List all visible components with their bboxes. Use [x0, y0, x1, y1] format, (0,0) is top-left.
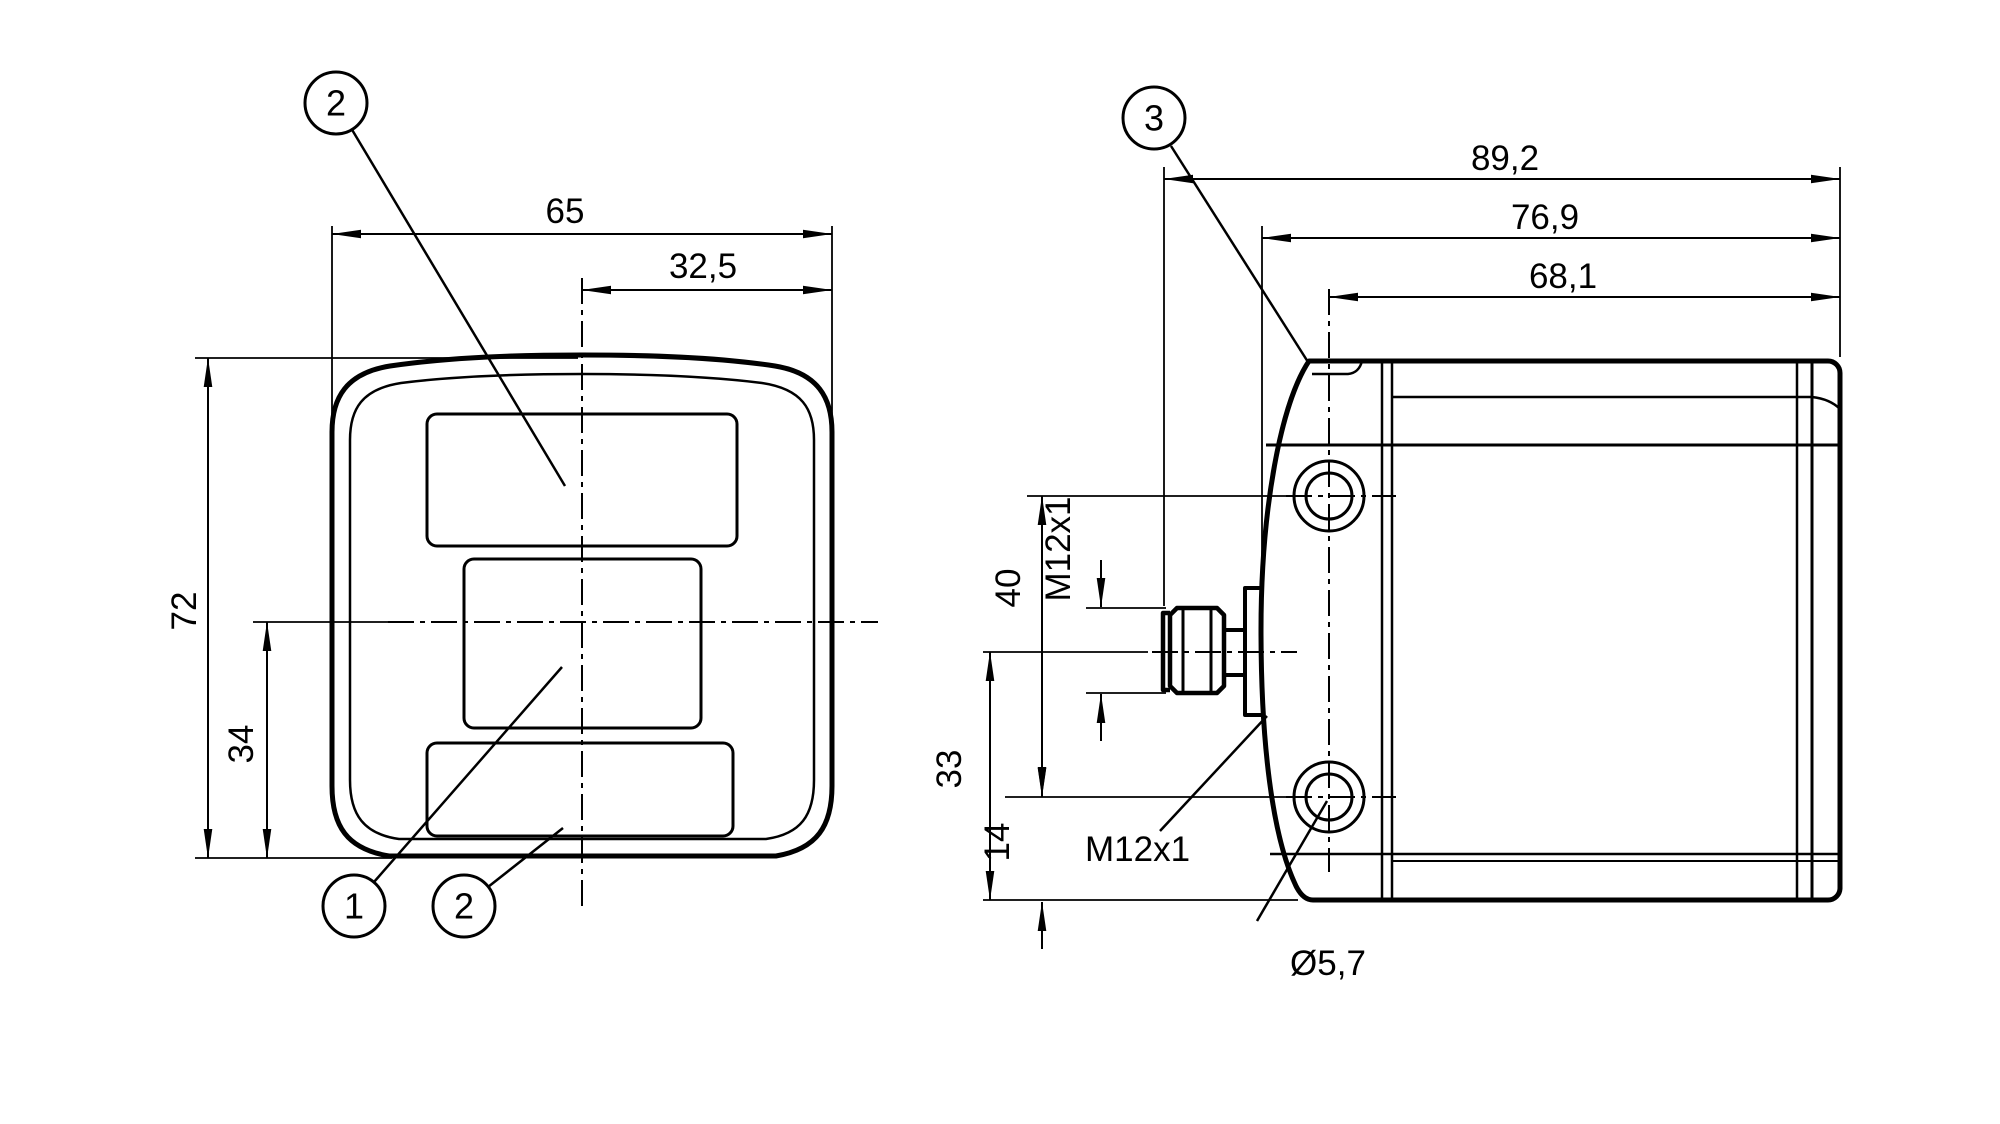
callout-number: 2 [326, 83, 346, 124]
hole-diameter-label: Ø5,7 [1290, 944, 1366, 983]
dim-half-width-label: 32,5 [669, 247, 737, 286]
callout-number: 1 [344, 886, 364, 927]
dimension-hole-to-bottom: 14 [978, 749, 1047, 949]
callout-number: 3 [1144, 98, 1164, 139]
side-view: 89,2 76,9 68,1 40 M12x1 33 [930, 85, 1843, 983]
dimension-thread-diameter: M12x1 [1039, 496, 1166, 741]
leader-line [1169, 145, 1310, 363]
dimension-height: 72 [165, 357, 578, 859]
dimension-center-height: 34 [222, 621, 272, 859]
dim-hole-to-bottom-label: 14 [978, 823, 1017, 862]
side-body-outline [1258, 358, 1843, 903]
front-inner-contour [348, 372, 816, 841]
dim-center-height-label: 34 [222, 725, 261, 764]
seal-groove [1312, 360, 1364, 376]
dim-hole-axis-depth-label: 68,1 [1529, 257, 1597, 296]
dimension-half-width: 32,5 [581, 247, 833, 295]
dim-width-label: 65 [546, 192, 585, 231]
connector-nut [1167, 605, 1227, 696]
callout-2-bottom: 2 [431, 827, 564, 939]
callout-1-bottom: 1 [321, 666, 563, 939]
dim-hole-spacing-label: 40 [989, 569, 1028, 608]
dimension-total-depth: 89,2 [1163, 139, 1841, 606]
top-feature-curve [1811, 395, 1841, 410]
dim-total-depth-label: 89,2 [1471, 139, 1539, 178]
window-bottom [425, 741, 735, 838]
callout-circle [321, 873, 387, 939]
front-view: 65 32,5 72 34 2 1 [165, 70, 878, 939]
leader-line [1159, 715, 1268, 832]
dimension-hole-axis-depth: 68,1 [1328, 257, 1841, 302]
callout-circle [303, 70, 369, 136]
leader-line [487, 827, 564, 888]
dim-axis-to-bottom-label: 33 [930, 750, 969, 789]
connector-thread-label: M12x1 [1085, 830, 1190, 869]
callout-3: 3 [1121, 85, 1310, 363]
leader-line [373, 666, 563, 883]
dimension-housing-depth: 76,9 [1261, 198, 1841, 586]
connector-thread-annotation: M12x1 [1085, 715, 1268, 869]
callout-2-top: 2 [303, 70, 567, 487]
dim-height-label: 72 [165, 592, 204, 631]
leader-line [1255, 800, 1329, 922]
hole-diameter-annotation: Ø5,7 [1255, 800, 1366, 983]
dim-housing-depth-label: 76,9 [1511, 198, 1579, 237]
dimension-axis-to-bottom: 33 [930, 651, 1298, 901]
callout-number: 2 [454, 886, 474, 927]
callout-circle [431, 873, 497, 939]
leader-line [349, 127, 567, 487]
dim-thread-label: M12x1 [1039, 496, 1078, 601]
dimension-hole-spacing: 40 [989, 495, 1047, 798]
callout-circle [1121, 85, 1187, 151]
m12-connector [1152, 586, 1297, 717]
